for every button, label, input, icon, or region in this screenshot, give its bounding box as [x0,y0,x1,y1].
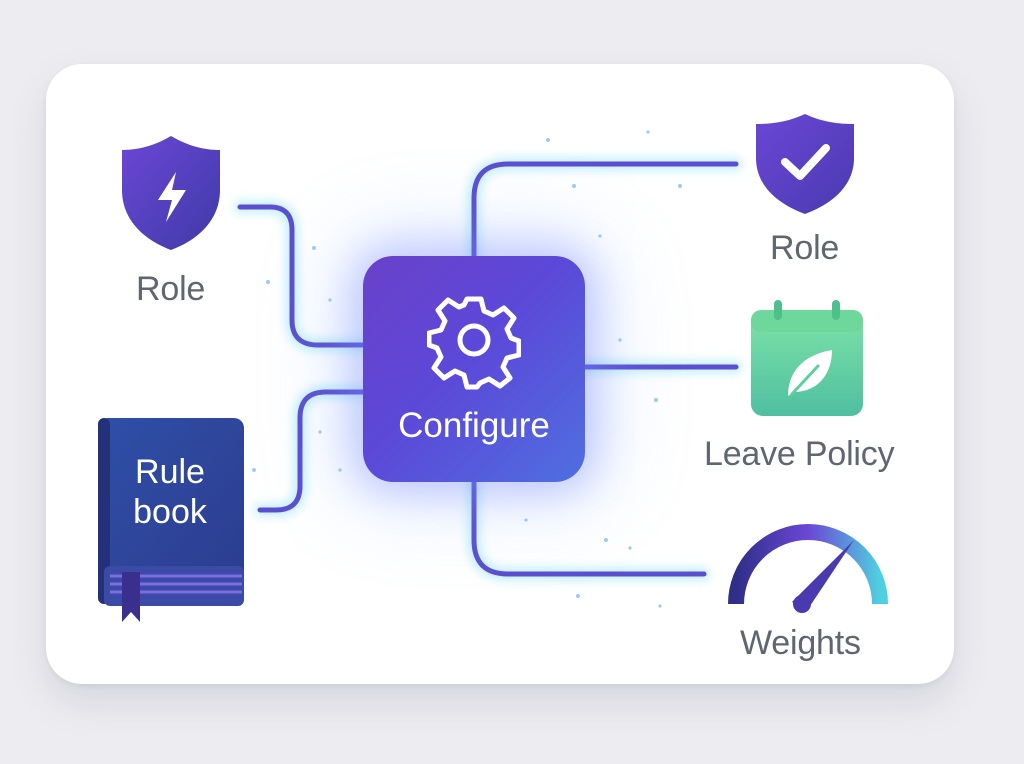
leave-policy-label: Leave Policy [704,435,895,473]
rule-book-title-line1: Rule [135,453,205,491]
gear-icon [427,296,521,390]
calendar-leaf-icon [751,300,863,416]
rule-book-title-line2: book [133,493,207,531]
role-right-label: Role [770,229,840,267]
book-icon [98,418,244,622]
configure-hub[interactable]: Configure [363,256,585,482]
shield-lightning-icon [122,136,220,250]
configure-label: Configure [398,406,550,445]
rule-book-title: Rule book [110,452,230,532]
role-left-label: Role [136,270,206,308]
gauge-icon [728,524,888,613]
shield-check-icon [756,114,854,214]
weights-label: Weights [740,624,861,662]
